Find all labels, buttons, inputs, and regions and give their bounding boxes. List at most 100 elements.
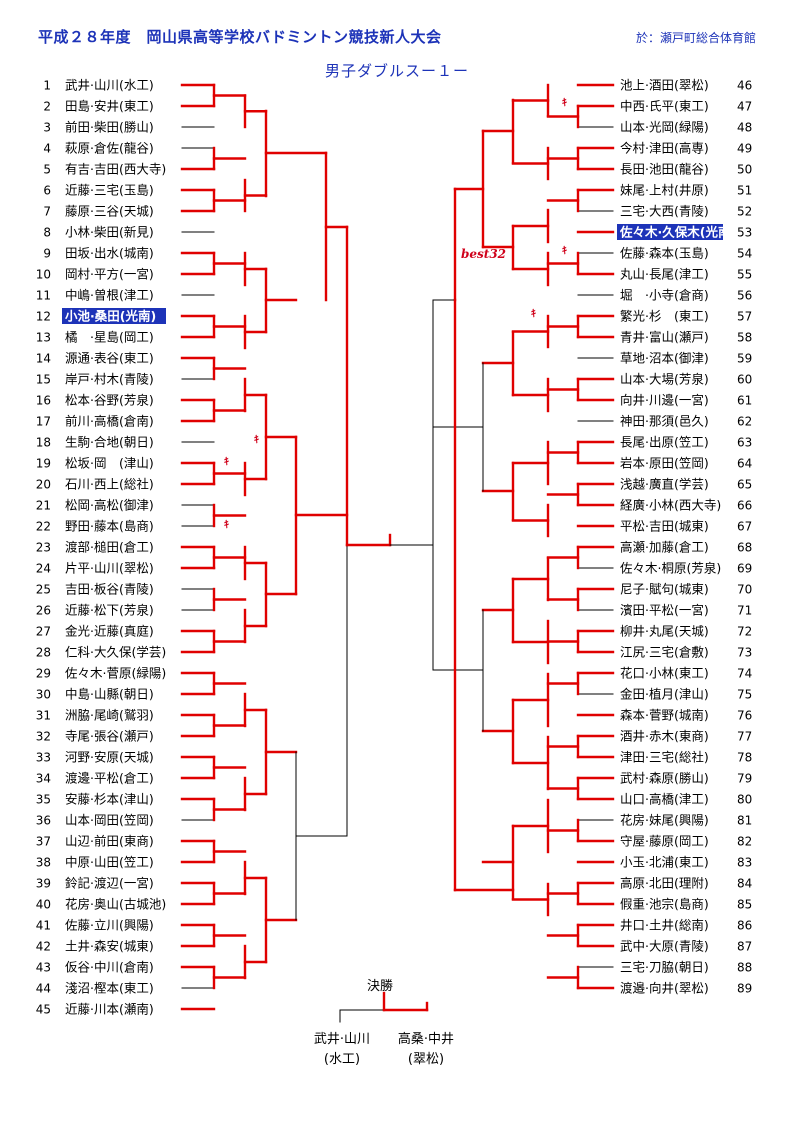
entry-number: 22	[36, 520, 51, 534]
entry-number: 16	[36, 394, 51, 408]
entry-name: 青井·富山(瀬戸)	[620, 330, 709, 345]
entry-name: 平松·吉田(城東)	[620, 519, 709, 534]
entry-number: 31	[36, 709, 51, 723]
entry-name: 片平·山川(翠松)	[65, 561, 154, 576]
entry-number: 25	[36, 583, 51, 597]
entry-number: 4	[43, 142, 51, 156]
entry-number: 44	[36, 982, 51, 996]
entry-name: 土井·森安(城東)	[65, 939, 154, 954]
entry-name: 佐藤·森本(玉島)	[620, 246, 709, 261]
entry-number: 32	[36, 730, 51, 744]
entry-name: 花口·小林(東工)	[620, 666, 709, 681]
entry-name: 三宅·刀脇(朝日)	[620, 960, 709, 975]
entry-name: 田坂·出水(城南)	[65, 246, 154, 261]
entry-name: 仮谷·中川(倉南)	[65, 960, 154, 975]
entry-name: 石川·西上(総社)	[65, 477, 154, 492]
entry-number: 28	[36, 646, 51, 660]
entry-highlight	[617, 224, 723, 240]
entry-name: 濱田·平松(一宮)	[620, 603, 709, 618]
entry-number: 88	[737, 961, 752, 975]
entry-number: 19	[36, 457, 51, 471]
entry-number: 30	[36, 688, 51, 702]
final-right-finalist: 高桑·中井	[398, 1031, 454, 1047]
entry-name: 武中·大原(青陵)	[620, 939, 709, 954]
entry-name: 江尻·三宅(倉敷)	[620, 645, 709, 660]
entry-number: 7	[43, 205, 51, 219]
entry-name: 鈴記·渡辺(一宮)	[65, 876, 154, 891]
entry-name: 武村·森原(勝山)	[620, 771, 709, 786]
entry-number: 86	[737, 919, 752, 933]
final-left-finalist: 武井·山川	[314, 1032, 370, 1047]
entry-name: 中嶋·曽根(津工)	[65, 288, 154, 303]
entry-name: 渡部·槌田(倉工)	[65, 540, 154, 555]
forfeit-mark: ｷ	[254, 434, 259, 446]
entry-number: 10	[36, 268, 51, 282]
left-entries: 武井·山川(水工)1田島·安井(東工)2前田·柴田(勝山)3萩原·倉佐(龍谷)4…	[36, 78, 167, 1017]
entry-name: 吉田·板谷(青陵)	[65, 582, 154, 597]
entry-number: 75	[737, 688, 752, 702]
entry-name: 草地·沼本(御津)	[620, 351, 709, 366]
entry-number: 24	[36, 562, 51, 576]
entry-name: 源通·表谷(東工)	[65, 351, 154, 366]
entry-name: 佐藤·立川(興陽)	[65, 918, 154, 933]
entry-name: 向井·川邊(一宮)	[620, 393, 709, 408]
entry-name: 今村·津田(高専)	[620, 141, 709, 156]
entry-name: 酒井·赤木(東商)	[620, 729, 709, 744]
entry-number: 46	[737, 79, 752, 93]
entry-name: 神田·那須(邑久)	[620, 414, 709, 429]
entry-name: 松岡·高松(御津)	[65, 498, 154, 513]
entry-name: 尼子·賦句(城東)	[620, 582, 709, 597]
forfeit-mark: ｷ	[224, 456, 229, 468]
entry-name-highlighted: 小池·桑田(光南)	[64, 309, 156, 324]
entry-name: 近藤·川本(瀬南)	[65, 1002, 154, 1017]
entry-name: 生駒·合地(朝日)	[65, 435, 154, 450]
page-title: 平成２８年度 岡山県高等学校バドミントン競技新人大会	[38, 28, 442, 46]
entry-number: 78	[737, 751, 752, 765]
entry-name: 淺沼·樫本(東工)	[65, 981, 154, 996]
entry-number: 8	[43, 226, 51, 240]
entry-number: 53	[737, 226, 752, 240]
entry-name: 河野·安原(天城)	[65, 750, 154, 765]
entry-number: 71	[737, 604, 752, 618]
entry-number: 73	[737, 646, 752, 660]
entry-name: 津田·三宅(総社)	[620, 750, 709, 765]
final-label: 決勝	[367, 979, 393, 994]
entry-number: 77	[737, 730, 752, 744]
entry-name: 池上·酒田(翠松)	[620, 78, 709, 93]
entry-number: 74	[737, 667, 752, 681]
entry-number: 80	[737, 793, 752, 807]
entry-name: 萩原·倉佐(龍谷)	[65, 141, 154, 156]
entry-number: 34	[36, 772, 51, 786]
entry-number: 54	[737, 247, 752, 261]
entry-number: 23	[36, 541, 51, 555]
entry-number: 2	[43, 100, 51, 114]
entry-number: 15	[36, 373, 51, 387]
entry-number: 49	[737, 142, 752, 156]
entry-number: 33	[36, 751, 51, 765]
entry-name: 前田·柴田(勝山)	[65, 120, 154, 135]
entry-number: 29	[36, 667, 51, 681]
entry-name: 井口·土井(総南)	[620, 918, 709, 933]
final-left-school: (水工)	[324, 1052, 360, 1067]
entry-name: 金光·近藤(真庭)	[65, 624, 154, 639]
final-right-school: (翠松)	[408, 1052, 444, 1067]
entry-number: 82	[737, 835, 752, 849]
entry-name: 山口·高橋(津工)	[620, 792, 709, 807]
entry-number: 12	[36, 310, 51, 324]
entry-name: 岸戸·村木(青陵)	[65, 372, 154, 387]
entry-number: 58	[737, 331, 752, 345]
entry-name: 安藤·杉本(津山)	[65, 792, 154, 807]
entry-number: 3	[43, 121, 51, 135]
entry-name: 三宅·大西(青陵)	[620, 204, 709, 219]
entry-number: 20	[36, 478, 51, 492]
entry-name: 岩本·原田(笠岡)	[620, 456, 709, 471]
entry-name: 中西·氏平(東工)	[620, 99, 709, 114]
entry-number: 55	[737, 268, 752, 282]
best32-label: best32	[461, 247, 506, 261]
entry-name: 高原·北田(理附)	[620, 876, 709, 891]
entry-name: 浅越·廣直(学芸)	[620, 477, 709, 492]
entry-name: 近藤·三宅(玉島)	[65, 183, 154, 198]
entry-number: 59	[737, 352, 752, 366]
entry-number: 14	[36, 352, 51, 366]
